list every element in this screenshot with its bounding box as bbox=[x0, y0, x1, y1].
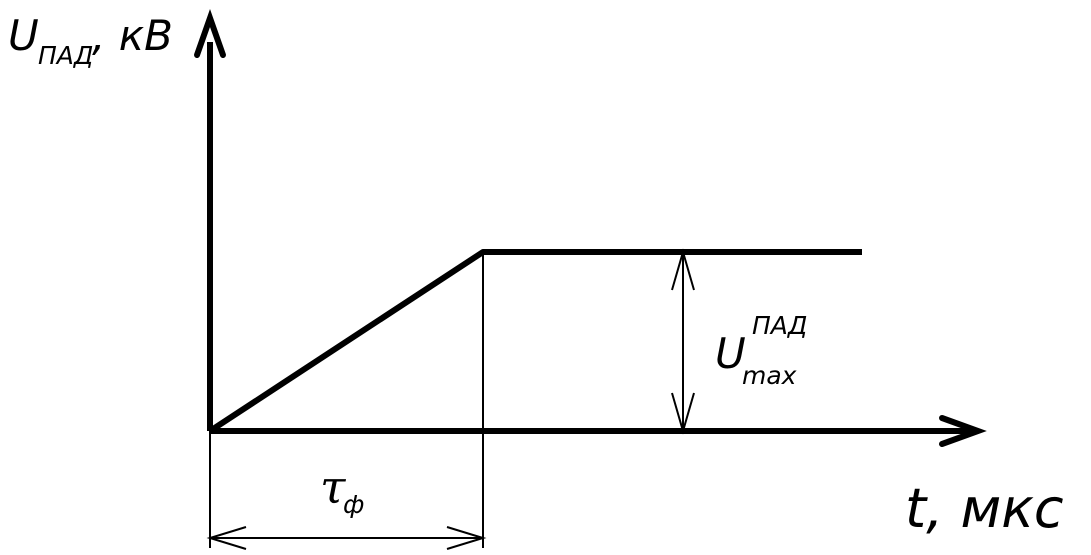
amplitude-arrow-top bbox=[671, 248, 695, 291]
x-axis-label: t, мкс bbox=[905, 477, 1064, 540]
y-axis-label-unit: , кВ bbox=[92, 11, 173, 60]
amplitude-label-superscript: ПАД bbox=[752, 311, 807, 340]
rise-time-arrow-left bbox=[206, 526, 247, 550]
y-axis-label: U ПАД , кВ bbox=[8, 11, 173, 70]
y-axis-arrowhead bbox=[194, 8, 226, 58]
rise-time-arrow-right bbox=[446, 526, 487, 550]
rise-time-label-main: τ bbox=[320, 460, 347, 514]
pulse-waveform bbox=[208, 249, 862, 434]
x-axis-arrowhead bbox=[939, 415, 987, 447]
y-axis-label-subscript: ПАД bbox=[38, 41, 93, 70]
amplitude-arrow-bottom bbox=[671, 392, 695, 435]
rise-time-label-subscript: ф bbox=[343, 490, 364, 519]
amplitude-label: U ПАД max bbox=[715, 311, 807, 390]
rise-time-label: τ ф bbox=[320, 460, 364, 519]
y-axis-label-main: U bbox=[8, 11, 39, 60]
amplitude-label-main: U bbox=[715, 329, 746, 378]
amplitude-label-subscript: max bbox=[742, 361, 797, 390]
